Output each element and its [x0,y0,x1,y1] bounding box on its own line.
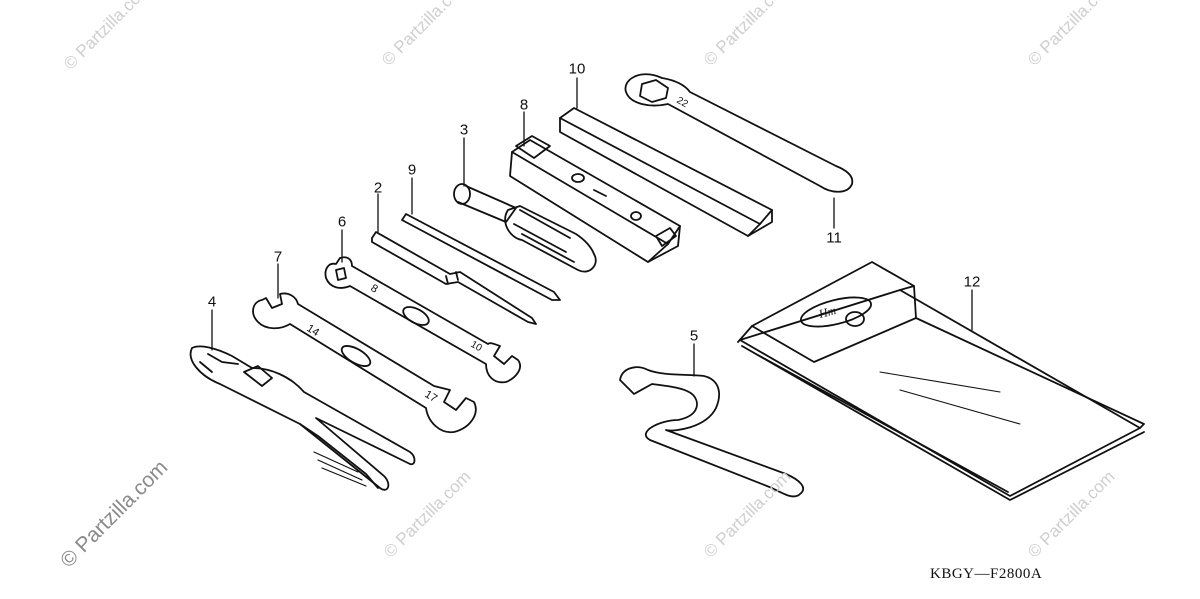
callout-2: 2 [373,179,383,197]
pouch-logo: Hm [816,303,837,321]
spanner-6-size-a: 8 [369,282,380,295]
callout-3: 3 [459,121,469,139]
callout-9: 9 [407,161,417,179]
handle-rod [401,213,561,301]
screwdriver-bit [371,231,537,325]
callout-8: 8 [519,96,529,114]
callout-11: 11 [826,229,842,247]
ring-spanner-size: 22 [675,95,691,110]
socket-wrench [509,135,681,263]
spanner-6-size-b: 10 [469,339,485,354]
pliers [189,345,416,491]
diagram-code: KBGY—F2800A [930,566,1043,582]
leader-lines [211,77,973,377]
spanner-7-size-a: 14 [304,322,321,339]
extension-bar [559,107,773,237]
callout-4: 4 [207,293,217,311]
open-end-spanner-7: 14 17 [252,292,477,434]
tool-pouch: Hm [737,261,1145,501]
callout-10: 10 [568,60,586,78]
callout-6: 6 [337,213,347,231]
pin-spanner [619,366,805,498]
screwdriver [453,183,597,273]
callout-5: 5 [689,327,699,345]
open-end-spanner-6: 8 10 [324,256,521,384]
callout-12: 12 [963,273,981,291]
callout-7: 7 [273,248,283,266]
spanner-7-size-b: 17 [422,388,439,405]
ring-spanner: 22 [624,73,854,193]
